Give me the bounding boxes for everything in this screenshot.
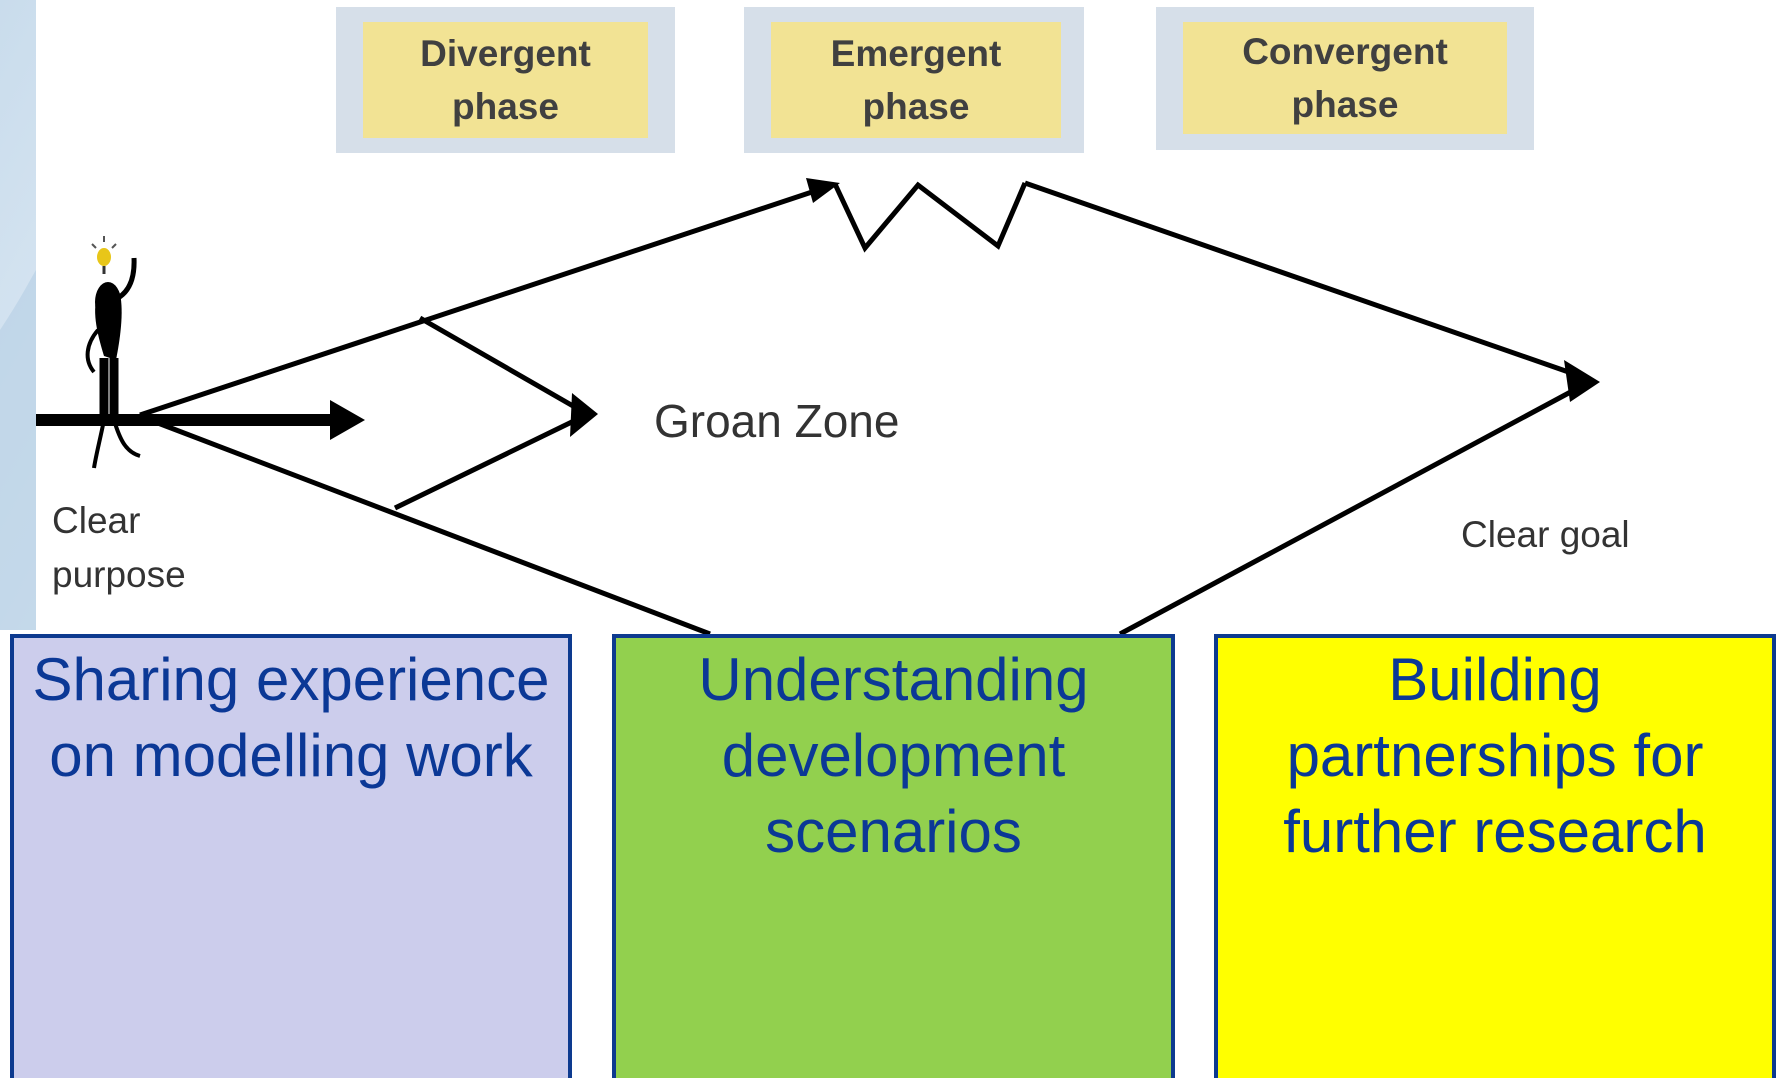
card-building-line2: partnerships for [1286, 722, 1704, 789]
emergent-phase-line1: Emergent [830, 33, 1002, 74]
emergent-phase-line2: phase [862, 86, 970, 127]
groan-branch-upper [418, 315, 582, 413]
idea-person-icon [85, 257, 141, 469]
emergent-arrow-head [806, 178, 840, 203]
divergent-phase-line2: phase [452, 86, 559, 127]
purpose-arrow-head [330, 400, 365, 440]
card-building-line1: Building [1388, 646, 1602, 713]
groan-arrow-head [570, 393, 598, 437]
divergent-lower-line [149, 417, 711, 637]
convergent-phase-box: Convergent phase [1183, 22, 1507, 134]
clear-goal-label: Clear goal [1461, 514, 1630, 555]
clear-purpose-label-line1: Clear [52, 500, 141, 541]
convergent-lower-line [1118, 385, 1580, 637]
card-understanding-line2: development [721, 722, 1066, 789]
groan-branch-lower [393, 415, 582, 511]
convergent-phase-line2: phase [1291, 84, 1399, 125]
card-understanding-scenarios: Understanding development scenarios [612, 634, 1175, 1078]
card-sharing-line1: Sharing experience [32, 646, 550, 713]
card-sharing-line2: on modelling work [49, 722, 533, 789]
lightbulb-icon [91, 236, 117, 274]
card-sharing-experience: Sharing experience on modelling work [10, 634, 572, 1078]
convergent-phase-line1: Convergent [1242, 31, 1448, 72]
convergent-upper-line [1024, 180, 1581, 379]
card-understanding-line3: scenarios [765, 798, 1022, 865]
card-building-partnerships: Building partnerships for further resear… [1214, 634, 1776, 1078]
divergent-phase-box: Divergent phase [363, 22, 648, 138]
divergent-phase-line1: Divergent [420, 33, 591, 74]
emergent-phase-box: Emergent phase [771, 22, 1061, 138]
emergent-zigzag [832, 181, 1028, 253]
card-building-line3: further research [1283, 798, 1707, 865]
divergent-upper-line [139, 188, 816, 418]
clear-goal-arrow-head [1564, 360, 1600, 402]
groan-zone-label: Groan Zone [654, 395, 900, 447]
card-understanding-line1: Understanding [698, 646, 1089, 713]
clear-purpose-label-line2: purpose [52, 554, 186, 595]
